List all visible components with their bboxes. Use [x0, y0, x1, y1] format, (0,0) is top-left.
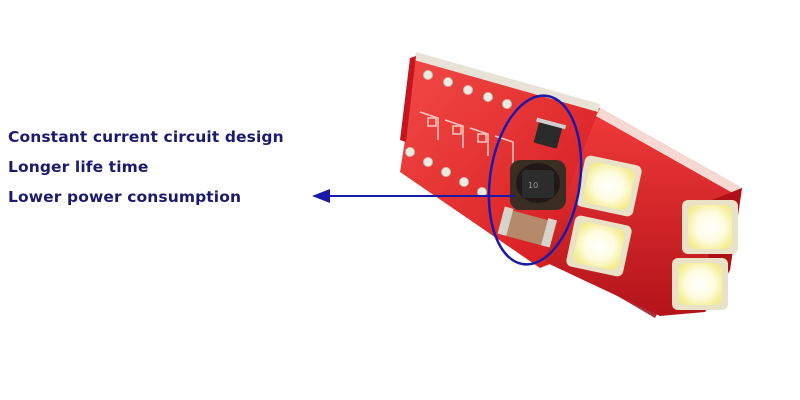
pointer-arrow — [312, 189, 515, 203]
circuit-components: 10 — [497, 117, 567, 248]
led-chip — [682, 200, 738, 254]
feature-item: Longer life time — [8, 158, 149, 176]
smd-leds — [566, 155, 738, 310]
led-chip — [566, 215, 632, 277]
led-chip — [576, 155, 642, 217]
highlight-ellipse — [487, 94, 583, 266]
feature-item: Constant current circuit design — [8, 128, 284, 146]
feature-list: Constant current circuit design Longer l… — [8, 122, 284, 212]
svg-text:10: 10 — [528, 181, 538, 190]
feature-item: Lower power consumption — [8, 188, 242, 206]
led-chip — [672, 258, 728, 310]
